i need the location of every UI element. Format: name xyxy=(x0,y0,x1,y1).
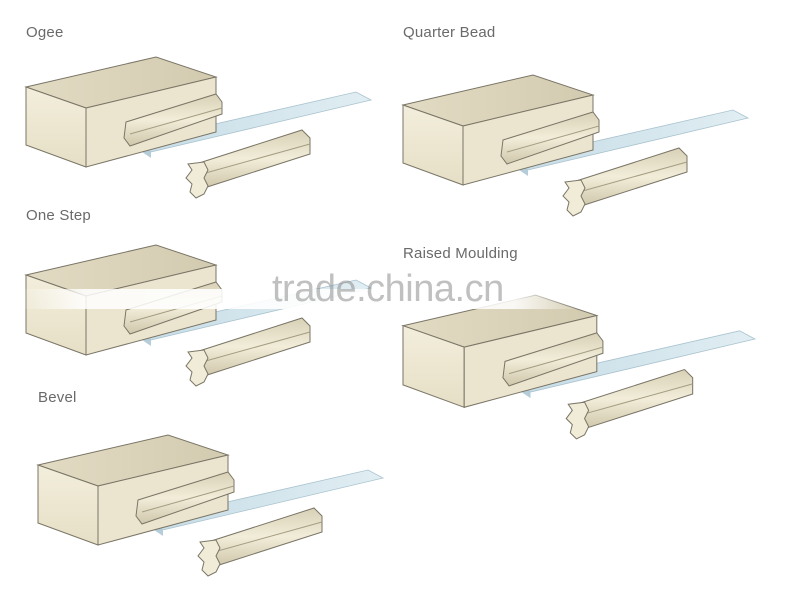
bevel-illustration xyxy=(37,434,384,577)
label-ogee: Ogee xyxy=(26,24,64,41)
label-quarter-bead: Quarter Bead xyxy=(403,24,496,41)
label-one-step: One Step xyxy=(26,207,91,224)
watermark-band xyxy=(16,289,582,309)
quarter-bead-illustration xyxy=(402,74,749,217)
label-bevel: Bevel xyxy=(38,389,77,406)
raised-moulding-illustration xyxy=(402,294,756,440)
label-raised-moulding: Raised Moulding xyxy=(403,245,518,262)
watermark: trade.china.cn xyxy=(272,268,504,310)
ogee-illustration xyxy=(25,56,372,199)
one-step-illustration xyxy=(25,244,372,387)
